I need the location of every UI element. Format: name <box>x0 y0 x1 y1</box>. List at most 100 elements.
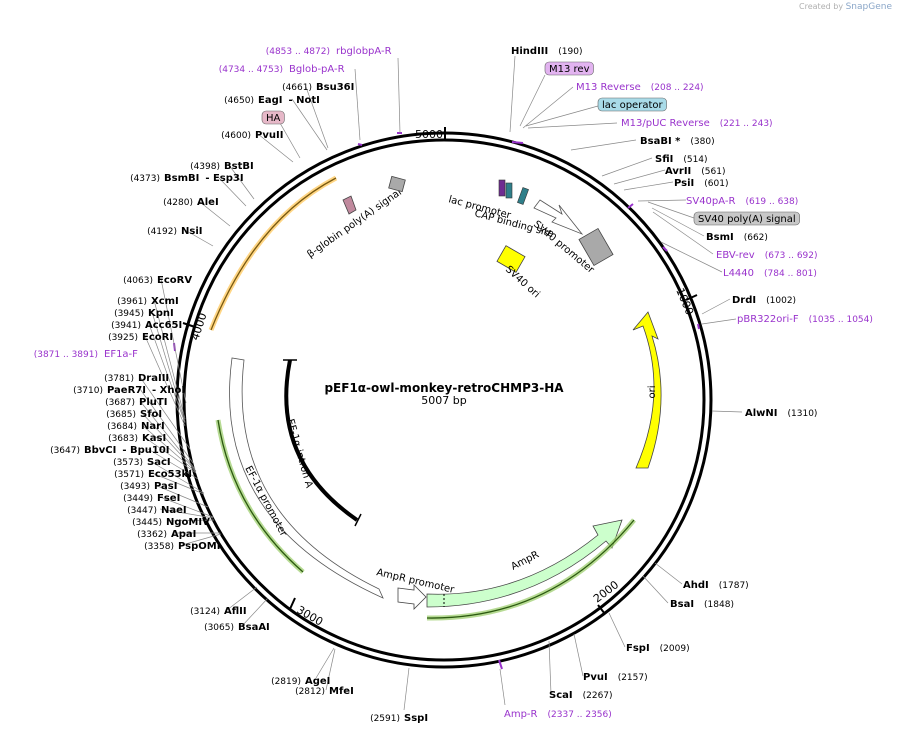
leader-eagi <box>291 98 328 151</box>
site-hindiii[interactable]: HindIII(190) <box>511 46 582 57</box>
site-bsu36i[interactable]: Bsu36I(4661) <box>282 82 354 93</box>
site-sspi[interactable]: SspI(2591) <box>370 713 428 724</box>
site-pluti[interactable]: PluTI(3687) <box>105 397 167 408</box>
feature-box-ha[interactable]: HA <box>261 110 285 125</box>
primer-ebv-rev[interactable]: EBV-rev(673 .. 692) <box>716 250 818 261</box>
feature-box-label-sv40-poly-a-signal: SV40 poly(A) signal <box>698 214 796 225</box>
site-saci[interactable]: SacI(3573) <box>113 457 171 468</box>
site-aflii[interactable]: AflII(3124) <box>190 606 247 617</box>
site-xcmi[interactable]: XcmI(3961) <box>117 296 179 307</box>
leader-paer7i <box>139 388 194 464</box>
site-nsii[interactable]: NsiI(4192) <box>147 226 202 237</box>
tick-mark-1000 <box>685 294 698 301</box>
leader-l4440 <box>660 241 723 273</box>
primer-name-ef1a-f: EF1a-F <box>104 349 138 360</box>
feature-box-m13-rev[interactable]: M13 rev <box>544 61 594 76</box>
leader-m13rev <box>519 74 546 127</box>
site-name-fspi: FspI <box>626 643 650 654</box>
primer-range-l4440: (784 .. 801) <box>764 269 817 279</box>
site-pos-mfei: (2812) <box>295 687 325 697</box>
primer-sv40pa-r[interactable]: SV40pA-R(619 .. 638) <box>686 196 798 207</box>
primer-range-m13-puc-reverse: (221 .. 243) <box>720 119 773 129</box>
site-kpni[interactable]: KpnI(3945) <box>114 308 174 319</box>
site-ahdi[interactable]: AhdI(1787) <box>683 580 749 591</box>
site-pvui[interactable]: PvuI(2157) <box>583 672 648 683</box>
site-alwni[interactable]: AlwNI(1310) <box>745 408 817 419</box>
primer-bglob-pa-r[interactable]: Bglob-pA-R(4734 .. 4753) <box>219 64 345 75</box>
site-ecori[interactable]: EcoRI(3925) <box>108 332 173 343</box>
feature-box-sv40-poly-a-signal[interactable]: SV40 poly(A) signal <box>693 211 800 226</box>
site-ecorv[interactable]: EcoRV(4063) <box>123 275 192 286</box>
site-ngomiv[interactable]: NgoMIV(3445) <box>132 517 210 528</box>
site-name-bsaai: BsaAI <box>238 622 270 633</box>
site-name-ecori: EcoRI <box>142 332 173 343</box>
site-fsei[interactable]: FseI(3449) <box>123 493 180 504</box>
leader-ebvrev <box>652 211 714 255</box>
primer-l4440[interactable]: L4440(784 .. 801) <box>723 268 817 279</box>
site-name-pasi: PasI <box>154 481 177 492</box>
site-scai[interactable]: ScaI(2267) <box>549 690 613 701</box>
feature-box-lac-operator[interactable]: lac operator <box>597 97 667 112</box>
leader-naei <box>159 508 214 519</box>
primer-ef1a-f[interactable]: EF1a-F(3871 .. 3891) <box>34 349 138 360</box>
site-eagi[interactable]: EagI(4650)- NotI <box>224 95 320 106</box>
leader-rbglob <box>397 57 401 134</box>
leader-sfii <box>601 157 653 177</box>
sv40-polya-shape <box>578 227 614 267</box>
site-sfoi[interactable]: SfoI(3685) <box>106 409 162 420</box>
site-bsmi[interactable]: BsmI(662) <box>706 232 768 243</box>
site-name-drdi: DrdI <box>732 295 756 306</box>
site-sfii[interactable]: SfiI(514) <box>655 154 708 165</box>
site-avrii[interactable]: AvrII(561) <box>665 166 725 177</box>
site-pos-bsu36i: (4661) <box>282 83 312 93</box>
site-eco53ki[interactable]: Eco53kI(3571) <box>114 469 192 480</box>
site-pspomi[interactable]: PspOMI(3358) <box>144 541 220 552</box>
site-name-avrii: AvrII <box>665 166 691 177</box>
site-name-pluti: PluTI <box>139 397 167 408</box>
site-name-hindiii: HindIII <box>511 46 548 57</box>
site-drdi[interactable]: DrdI(1002) <box>732 295 796 306</box>
primer-pbr322ori-f[interactable]: pBR322ori-F(1035 .. 1054) <box>737 314 873 325</box>
site-pasi[interactable]: PasI(3493) <box>120 481 177 492</box>
site-pos-alwni: (1310) <box>788 409 818 419</box>
site-pos-eco53ki: (3571) <box>114 470 144 480</box>
site-pos-sfii: (514) <box>683 155 707 165</box>
site-pos-fspi: (2009) <box>660 644 690 654</box>
site-bsmbi[interactable]: BsmBI(4373)- Esp3I <box>130 173 244 184</box>
site-pvuii[interactable]: PvuII(4600) <box>221 130 283 141</box>
site-bsabi[interactable]: BsaBI *(380) <box>640 136 715 147</box>
leader-bsmi <box>651 207 705 237</box>
primer-rbglobpa-r[interactable]: rbglobpA-R(4853 .. 4872) <box>266 46 392 57</box>
site-pos-saci: (3573) <box>113 458 143 468</box>
site-kasi[interactable]: KasI(3683) <box>108 433 166 444</box>
leader-m13puc <box>527 122 618 129</box>
site-name-bbvci: BbvCI <box>84 445 116 456</box>
primer-m13-puc-reverse[interactable]: M13/pUC Reverse(221 .. 243) <box>621 118 773 129</box>
leader-mfei <box>325 648 336 691</box>
site-mfei[interactable]: MfeI(2812) <box>295 686 354 697</box>
site-alei[interactable]: AleI(4280) <box>163 197 219 208</box>
site-nari[interactable]: NarI(3684) <box>107 421 165 432</box>
site-apai[interactable]: ApaI(3362) <box>137 529 196 540</box>
site-draiii[interactable]: DraIII(3781) <box>104 373 169 384</box>
site-agei[interactable]: AgeI(2819) <box>271 676 330 687</box>
primer-amp-r[interactable]: Amp-R(2337 .. 2356) <box>504 709 612 720</box>
primer-name-pbr322ori-f: pBR322ori-F <box>737 314 799 325</box>
site-acc65i[interactable]: Acc65I(3941) <box>111 320 182 331</box>
feature-box-bg-lac-operator <box>597 97 667 112</box>
site-bsai[interactable]: BsaI(1848) <box>670 599 734 610</box>
site-paer7i[interactable]: PaeR7I(3710)- XhoI <box>73 385 185 396</box>
primer-m13-reverse[interactable]: M13 Reverse(208 .. 224) <box>576 82 704 93</box>
site-psii[interactable]: PsiI(601) <box>674 178 728 189</box>
site-pos-bsai: (1848) <box>704 600 734 610</box>
site-bsaai[interactable]: BsaAI(3065) <box>204 622 270 633</box>
site-pos-alei: (4280) <box>163 198 193 208</box>
site-name-bsabi: BsaBI * <box>640 136 681 147</box>
site-bstbi[interactable]: BstBI(4398) <box>190 161 254 172</box>
site-fspi[interactable]: FspI (2009) <box>626 643 690 654</box>
site-naei[interactable]: NaeI(3447) <box>127 505 187 516</box>
site-pos-ecorv: (4063) <box>123 276 153 286</box>
site-bbvci[interactable]: BbvCI(3647)- Bpu10I <box>50 445 169 456</box>
primer-range-ebv-rev: (673 .. 692) <box>765 251 818 261</box>
sv40-promoter-arrow <box>533 199 584 235</box>
